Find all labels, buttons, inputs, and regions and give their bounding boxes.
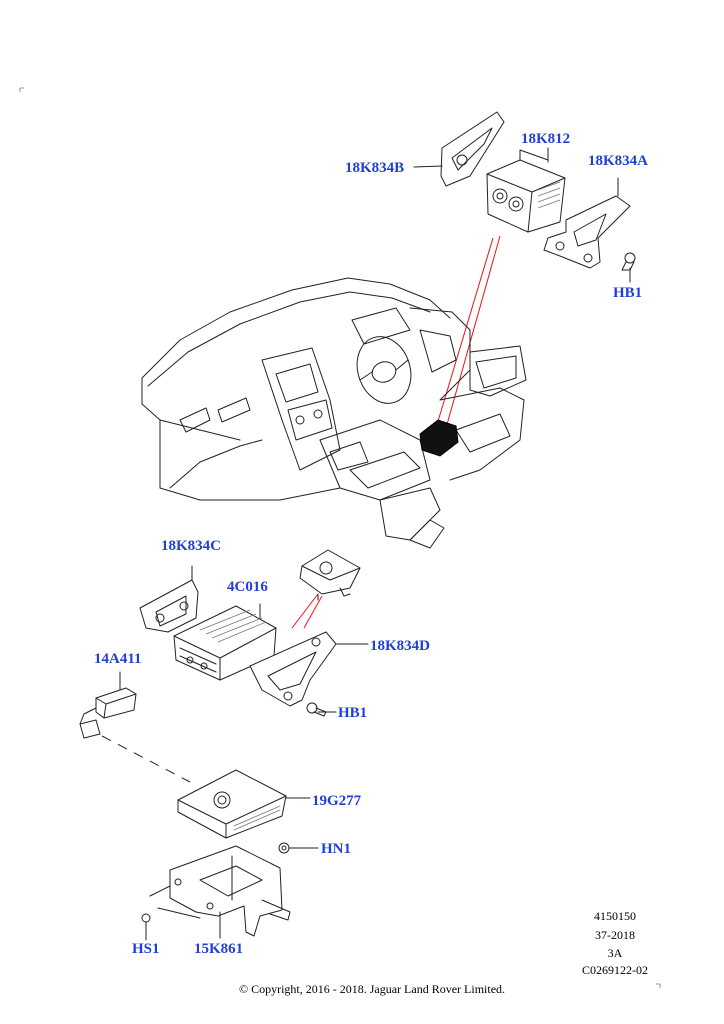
callout-4c016[interactable]: 4C016 [227, 579, 268, 595]
screw-hs1-drawing [141, 913, 151, 941]
module-small-drawing [299, 549, 361, 601]
diagram-date-code: 37-2018 [595, 928, 635, 942]
connector-14a411-drawing [79, 671, 137, 739]
bracket-18k834c-drawing [139, 565, 199, 633]
screw-hb1-top-drawing [621, 252, 636, 283]
nut-hn1-drawing [278, 842, 319, 854]
callout-19g277[interactable]: 19G277 [312, 793, 362, 809]
callout-18k834a[interactable]: 18K834A [588, 153, 648, 169]
bracket-15k861-drawing [149, 845, 291, 939]
copyright-notice: © Copyright, 2016 - 2018. Jaguar Land Ro… [238, 982, 506, 996]
vehicle-interior-drawing [141, 277, 527, 549]
diagram-ref-number: 4150150 [594, 909, 636, 923]
callout-hb1-top[interactable]: HB1 [613, 285, 643, 301]
diagram-revision: 3A [607, 946, 623, 960]
callout-14a411[interactable]: 14A411 [94, 651, 142, 667]
bracket-18k834b-drawing [413, 111, 505, 187]
module-4c016-drawing [173, 603, 277, 681]
screw-hb1-mid-drawing [306, 702, 337, 717]
diagram-catalog-code: C0269122-02 [582, 963, 648, 977]
callout-18k834c[interactable]: 18K834C [161, 538, 221, 554]
callout-18k834b[interactable]: 18K834B [345, 160, 405, 176]
module-19g277-drawing [177, 769, 311, 839]
callout-hn1[interactable]: HN1 [321, 841, 351, 857]
callout-15k861[interactable]: 15K861 [194, 941, 244, 957]
callout-hs1[interactable]: HS1 [132, 941, 160, 957]
module-18k812-drawing [486, 147, 566, 233]
callout-18k834d[interactable]: 18K834D [370, 638, 430, 654]
callout-18k812[interactable]: 18K812 [521, 131, 571, 147]
bracket-18k834a-drawing [543, 177, 631, 269]
callout-hb1-mid[interactable]: HB1 [338, 705, 368, 721]
bracket-18k834d-drawing [249, 631, 369, 707]
